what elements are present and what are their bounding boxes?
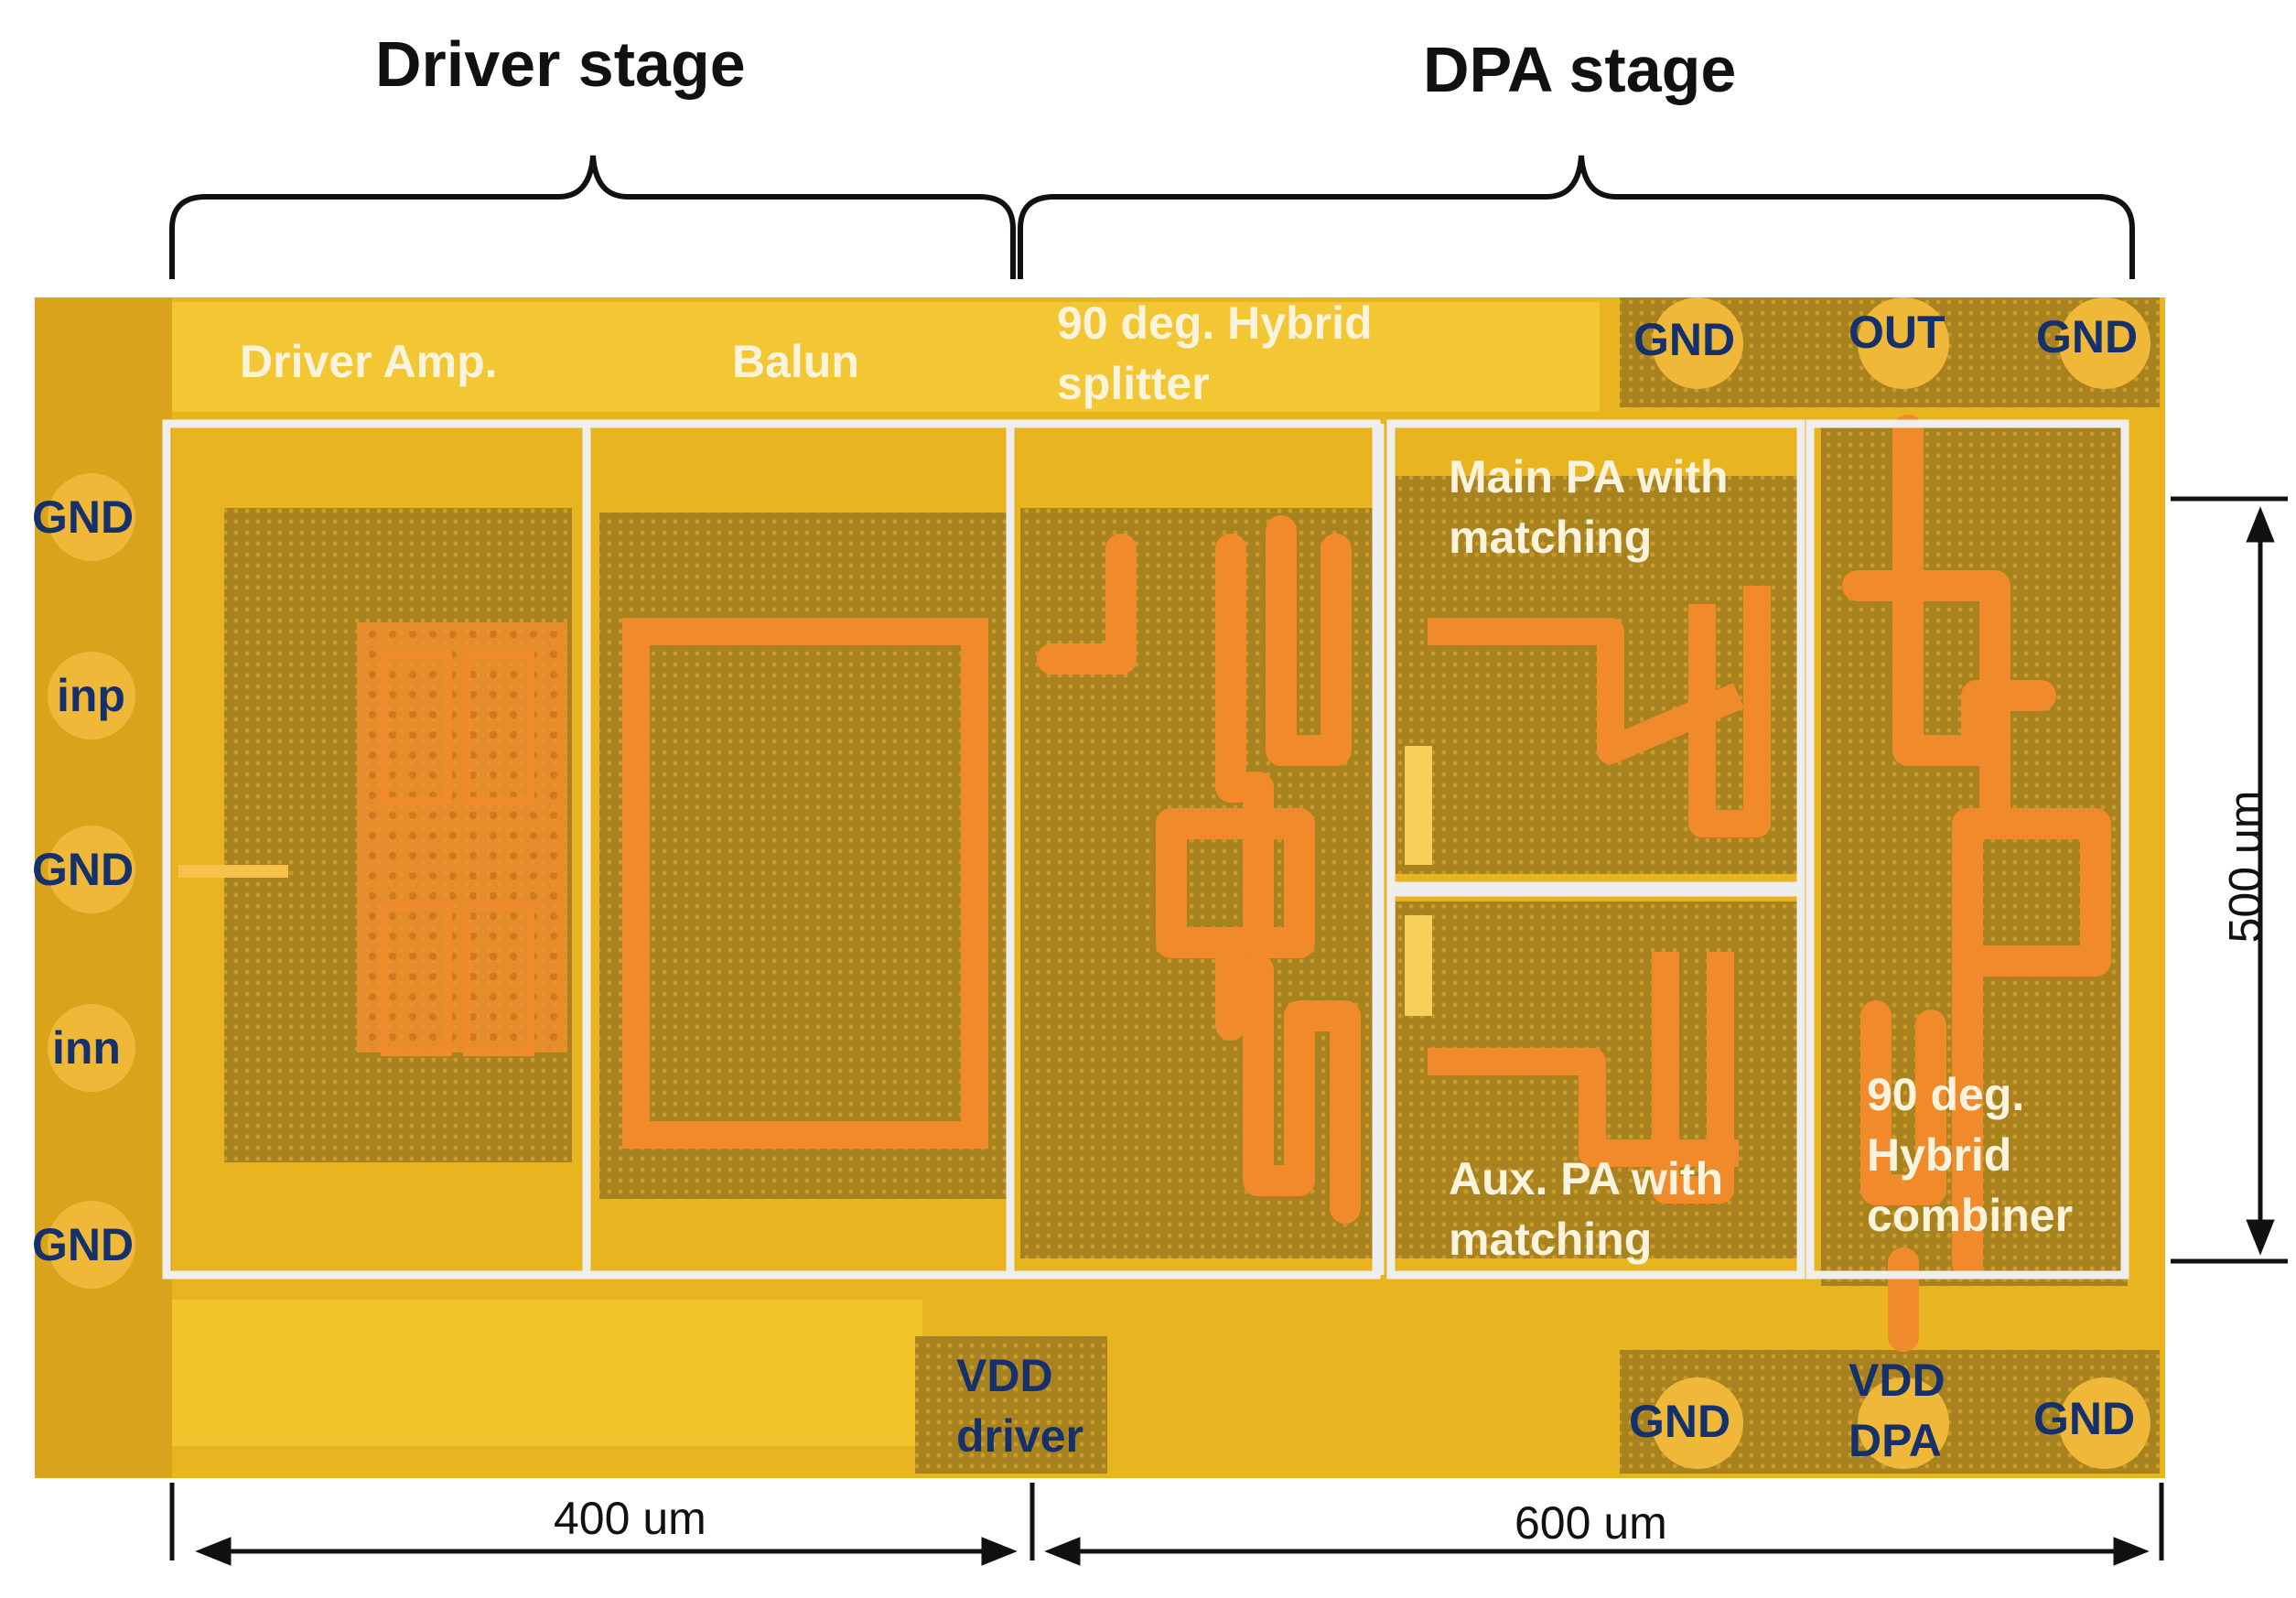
- aux-pa-cap: [1405, 915, 1432, 1016]
- pad-label-gnd-2: GND: [32, 844, 135, 895]
- main-pa-traces: [1428, 586, 1771, 837]
- pad-dot-gnd-1: [48, 473, 135, 561]
- dimension-label-400: 400 um: [554, 1493, 706, 1544]
- pad-label-vdd-dpa: VDD DPA: [1849, 1355, 1946, 1466]
- dimension-label-600: 600 um: [1514, 1497, 1667, 1549]
- driver-stage-title: Driver stage: [375, 28, 746, 100]
- pad-label-inn: inn: [52, 1022, 121, 1074]
- balun-label: Balun: [732, 336, 859, 387]
- pad-dot-inn: [48, 1004, 135, 1092]
- pad-dot-gnd-bottom-right: [2059, 1377, 2150, 1469]
- pad-label-gnd-bottom-left: GND: [1629, 1396, 1731, 1447]
- driver-amp-input-line: [178, 865, 288, 878]
- pad-dot-inp: [48, 652, 135, 740]
- pad-label-gnd-3: GND: [32, 1219, 135, 1270]
- dpa-stage-title: DPA stage: [1423, 34, 1737, 105]
- outline-hybrid-combiner: [1806, 419, 2129, 1279]
- hybrid-combiner-label: 90 deg. Hybrid combiner: [1867, 1069, 2074, 1241]
- block-outlines: [162, 419, 2129, 1279]
- pad-label-gnd-bottom-right: GND: [2033, 1393, 2136, 1444]
- outline-main-pa: [1386, 419, 1806, 891]
- driver-amp-cells: [381, 651, 534, 1056]
- pad-label-gnd-top-right: GND: [2036, 311, 2139, 362]
- pad-dot-gnd-bottom-left: [1652, 1377, 1743, 1469]
- pad-label-gnd-top-left: GND: [1633, 314, 1736, 365]
- pad-dot-out: [1858, 297, 1949, 389]
- pad-region-vdd-driver: [915, 1336, 1107, 1474]
- driver-amp-metal-inner: [357, 622, 567, 1053]
- splitter-traces: [1037, 515, 1361, 1224]
- pad-dot-gnd-2: [48, 826, 135, 913]
- balun-coil-core: [677, 673, 933, 1094]
- pad-dot-gnd-top-right: [2059, 297, 2150, 389]
- pad-label-gnd-1: GND: [32, 491, 135, 543]
- main-pa-cap: [1405, 746, 1432, 865]
- pad-dot-gnd-3: [48, 1201, 135, 1289]
- main-pa-label: Main PA with matching: [1449, 451, 1729, 563]
- top-bright-strip: [172, 302, 1600, 412]
- pad-dot-vdd-dpa: [1858, 1377, 1949, 1469]
- pad-dot-gnd-top-left: [1652, 297, 1743, 389]
- driver-amp-label: Driver Amp.: [240, 336, 498, 387]
- driver-stage-brace: [169, 155, 1016, 279]
- dimension-lines: [169, 496, 2288, 1566]
- bottom-bright-strip: [172, 1300, 922, 1446]
- dpa-stage-brace: [1018, 155, 2135, 279]
- aux-pa-traces: [1428, 952, 1739, 1204]
- dimension-label-500: 500 um: [2219, 790, 2271, 944]
- pad-label-inp: inp: [57, 670, 125, 721]
- balun-coil: [622, 618, 988, 1149]
- aux-pa-label: Aux. PA with matching: [1449, 1153, 1723, 1265]
- outline-aux-pa: [1386, 888, 1806, 1279]
- pad-label-out: OUT: [1849, 307, 1946, 358]
- combiner-traces: [1842, 415, 2111, 1352]
- pad-label-vdd-driver: VDD driver: [956, 1350, 1083, 1462]
- hybrid-splitter-label: 90 deg. Hybrid splitter: [1057, 297, 1373, 409]
